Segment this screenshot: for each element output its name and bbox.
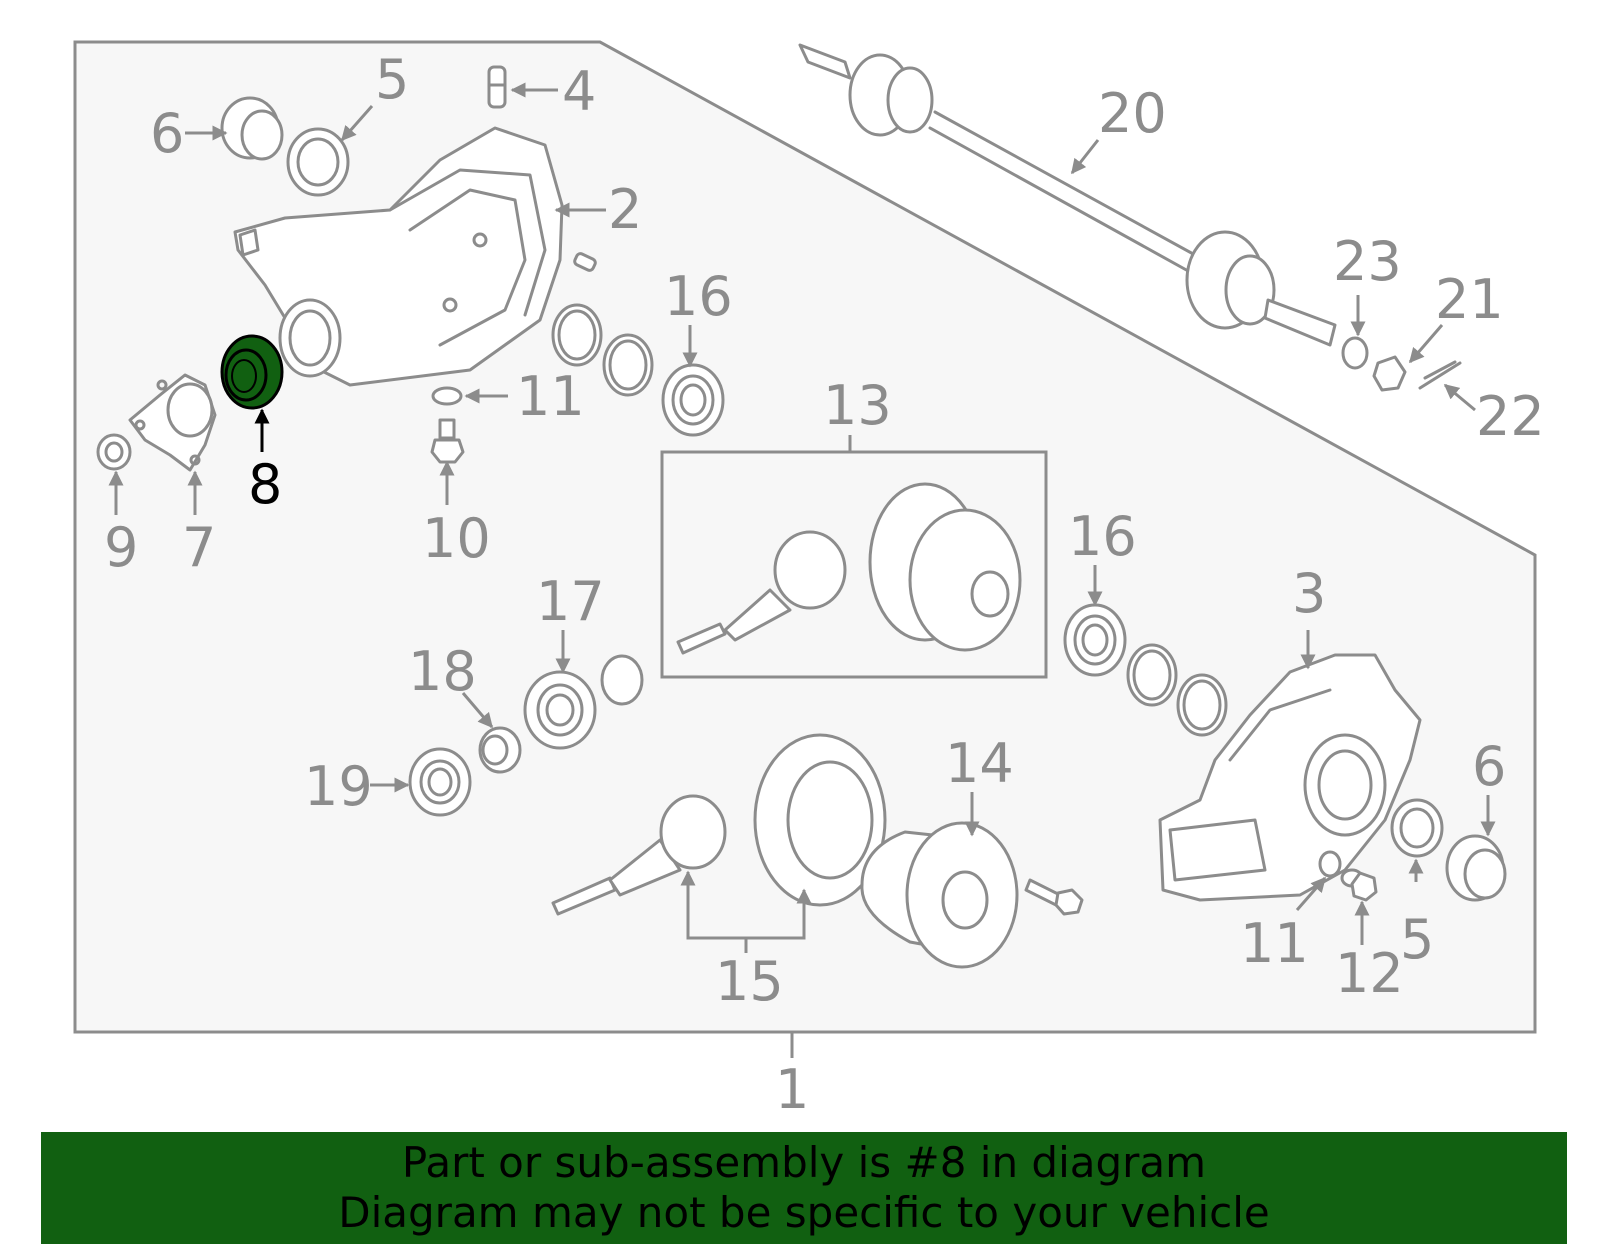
part-15-gearset	[551, 733, 887, 916]
callout-15: 15	[715, 950, 784, 1013]
part-11-washer-top	[431, 386, 463, 406]
part-9-nut	[96, 433, 132, 471]
callout-3: 3	[1292, 562, 1326, 625]
callout-11b: 11	[1240, 912, 1309, 975]
leader-18	[461, 692, 494, 729]
part-6-cap-lower	[1445, 834, 1507, 902]
part-16-bearing-lower	[1063, 603, 1127, 677]
part-7-flange	[128, 373, 217, 472]
callout-1: 1	[775, 1058, 809, 1121]
callout-23: 23	[1333, 230, 1402, 293]
leader-22	[1443, 383, 1476, 412]
part-21-nut	[1372, 355, 1407, 392]
part-2-housing	[233, 126, 564, 387]
callout-18: 18	[408, 640, 477, 703]
banner-line-1: Part or sub-assembly is #8 in diagram	[401, 1138, 1207, 1187]
callout-17: 17	[536, 570, 605, 633]
part-13-gearset	[676, 482, 1022, 655]
callout-6b: 6	[1472, 735, 1506, 798]
callout-2: 2	[608, 178, 642, 241]
part-shim-b	[602, 333, 654, 397]
part-5-seal-top	[286, 127, 350, 197]
banner-line-2: Diagram may not be specific to your vehi…	[338, 1188, 1270, 1237]
callout-8: 8	[248, 453, 282, 516]
part-bolt	[1024, 878, 1084, 916]
callout-16b: 16	[1068, 505, 1137, 568]
part-shim-d-inner	[1182, 679, 1222, 731]
part-6-cap-top	[220, 96, 284, 161]
leader-20	[1070, 139, 1100, 175]
part-10-plug	[430, 418, 465, 464]
callout-22: 22	[1476, 385, 1545, 448]
part-8-seal-highlighted	[220, 334, 284, 410]
callout-21: 21	[1435, 268, 1504, 331]
leader-21	[1408, 324, 1444, 364]
part-17-bearing	[523, 670, 597, 750]
part-17-shim	[600, 654, 644, 706]
part-20-axle-shaft	[798, 43, 1337, 347]
part-shim-d	[1176, 673, 1228, 737]
part-3-housing	[1158, 653, 1422, 902]
callout-11a: 11	[516, 365, 585, 428]
part-14-diff-case	[860, 821, 1019, 969]
part-19-bearing	[408, 747, 472, 817]
callout-16a: 16	[664, 265, 733, 328]
callout-4: 4	[562, 60, 596, 123]
part-shim-c-inner	[1132, 649, 1172, 701]
info-banner: Part or sub-assembly is #8 in diagram Di…	[41, 1132, 1567, 1244]
part-5-seal-lower	[1390, 798, 1444, 858]
part-shim-b-inner	[608, 339, 648, 391]
part-shim-a-inner	[557, 309, 597, 361]
subassembly-box-13	[660, 450, 1048, 679]
part-shim-c	[1126, 643, 1178, 707]
callout-5b: 5	[1400, 908, 1434, 971]
part-4-breather	[487, 65, 507, 109]
part-shim-a	[551, 303, 603, 367]
callout-9: 9	[104, 516, 138, 579]
callout-10: 10	[422, 507, 491, 570]
callout-12: 12	[1335, 942, 1404, 1005]
callout-6a: 6	[150, 102, 184, 165]
callout-5a: 5	[375, 48, 409, 111]
callout-19: 19	[304, 755, 373, 818]
part-12-bolt	[1340, 868, 1378, 902]
part-11-washer-lower	[1318, 850, 1342, 878]
callout-13: 13	[823, 374, 892, 437]
part-16-bearing-top	[661, 363, 725, 437]
part-23-washer	[1341, 336, 1369, 370]
leader-5a	[340, 105, 374, 142]
callout-20: 20	[1098, 82, 1167, 145]
callout-7: 7	[182, 516, 216, 579]
part-dowel-pin	[573, 252, 597, 272]
parts-diagram: 1 2 3 4 5 5 6 6 7 8 9 10 11 11 12 13 14 …	[73, 40, 1545, 1121]
part-18-collar	[478, 726, 522, 774]
part-22-pin	[1418, 360, 1462, 390]
leader-11b	[1295, 876, 1327, 911]
callout-14: 14	[945, 732, 1014, 795]
